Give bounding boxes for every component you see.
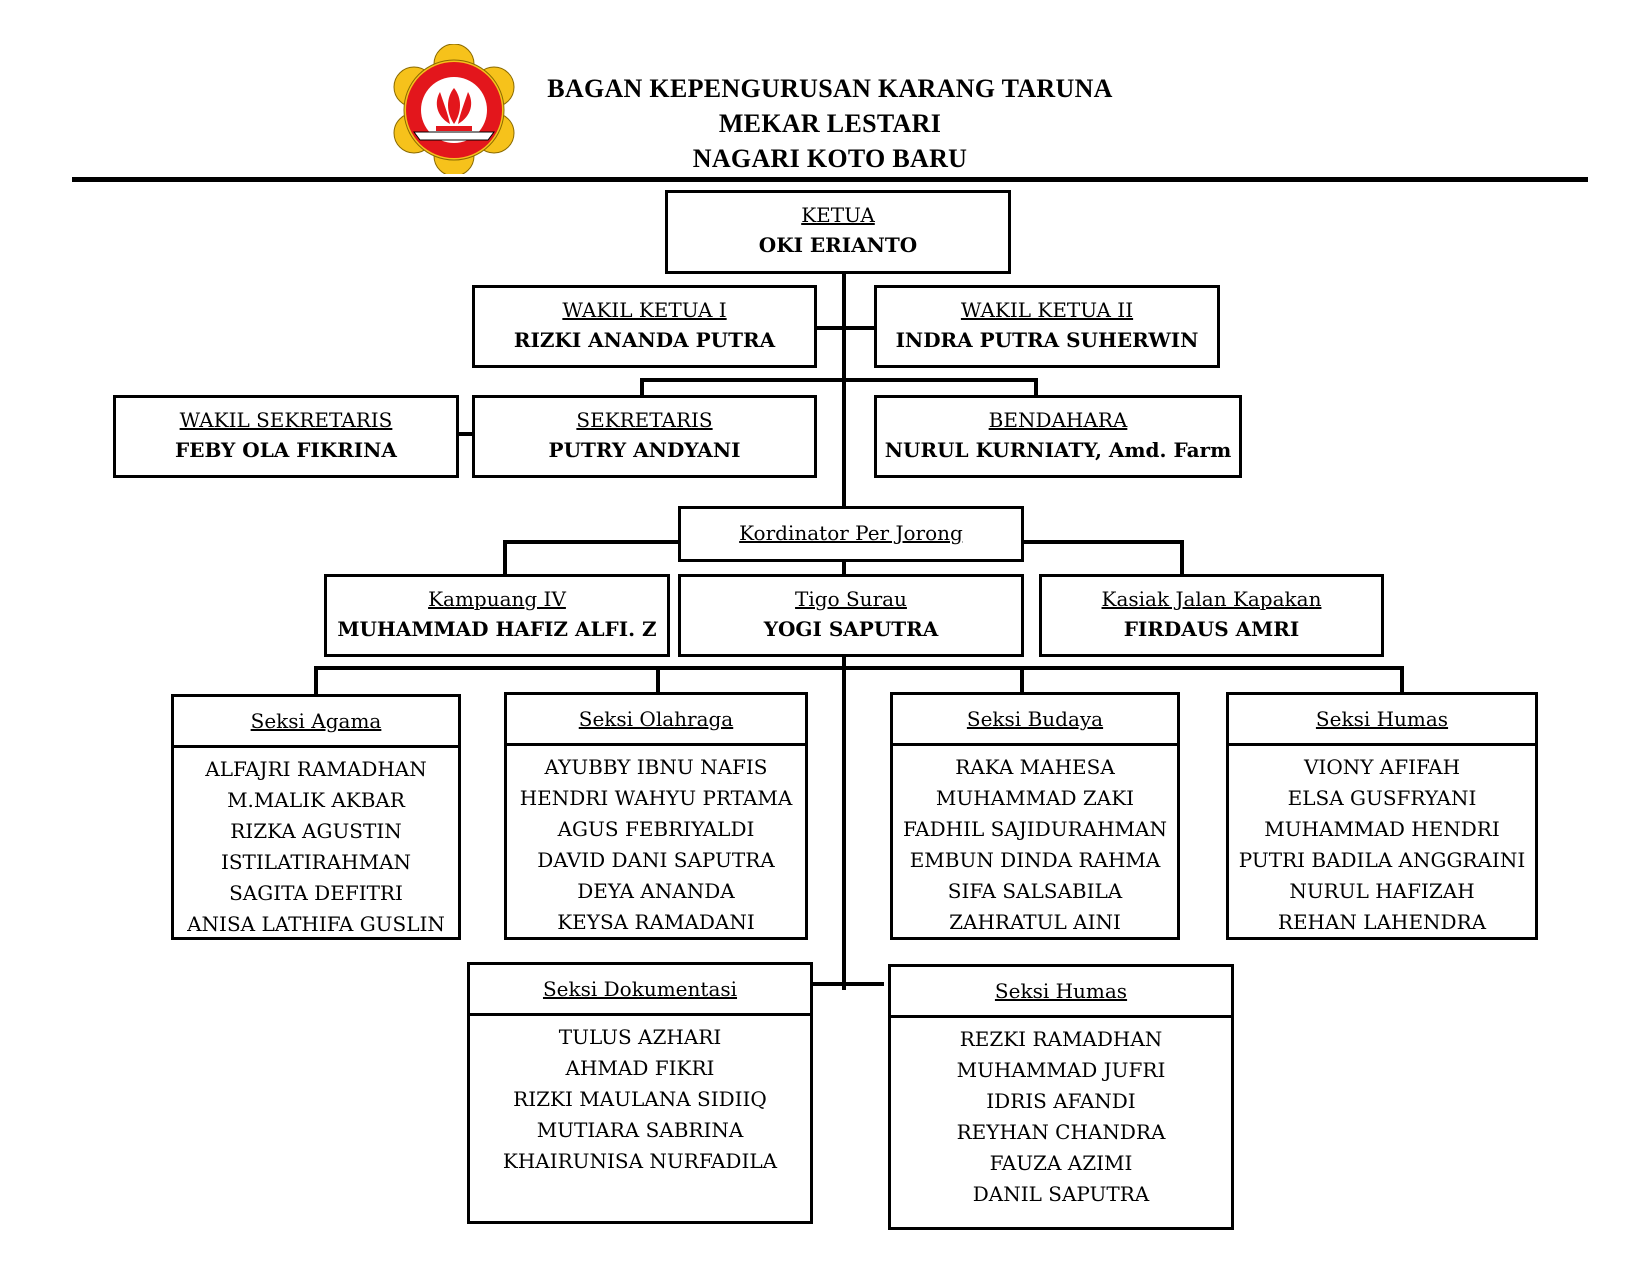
jorong-name: FIRDAUS AMRI [1123,617,1300,641]
member-name: IDRIS AFANDI [986,1089,1136,1113]
member-name: FADHIL SAJIDURAHMAN [903,817,1167,841]
seksi-olahraga-box: Seksi Olahraga AYUBBY IBNU NAFIS HENDRI … [504,692,808,940]
member-name: NURUL HAFIZAH [1289,879,1475,903]
jorong-kasiak-jalan-kapakan-box: Kasiak Jalan Kapakan FIRDAUS AMRI [1039,574,1384,657]
member-name: RAKA MAHESA [955,755,1115,779]
ketua-role: KETUA [801,203,875,227]
seksi-dokumentasi-box: Seksi Dokumentasi TULUS AZHARI AHMAD FIK… [467,962,813,1224]
wakil-ketua-1-box: WAKIL KETUA I RIZKI ANANDA PUTRA [472,285,817,368]
member-name: MUTIARA SABRINA [536,1118,744,1142]
seksi-olahraga-drop [656,666,660,694]
seksi-humas-2-box: Seksi Humas REZKI RAMADHAN MUHAMMAD JUFR… [888,964,1234,1230]
bendahara-box: BENDAHARA NURUL KURNIATY, Amd. Farm [874,395,1242,478]
bendahara-role: BENDAHARA [988,408,1128,432]
sekretaris-name: PUTRY ANDYANI [548,438,741,462]
seksi-budaya-box: Seksi Budaya RAKA MAHESA MUHAMMAD ZAKI F… [890,692,1180,940]
wakil-connector [815,326,877,330]
bottom-seksi-connector [808,982,884,986]
member-name: ZAHRATUL AINI [949,910,1121,934]
wakil-ketua-1-name: RIZKI ANANDA PUTRA [513,328,776,352]
member-name: KEYSA RAMADANI [557,910,755,934]
sekretaris-bendahara-connector [640,378,1038,382]
member-name: DAVID DANI SAPUTRA [537,848,775,872]
sekretaris-role: SEKRETARIS [576,408,713,432]
member-name: AYUBBY IBNU NAFIS [544,755,768,779]
seksi-title: Seksi Humas [891,967,1231,1018]
wakil-ketua-2-name: INDRA PUTRA SUHERWIN [895,328,1199,352]
jorong-role: Kampuang IV [428,587,566,611]
seksi-budaya-drop [1020,666,1024,694]
jorong-name: MUHAMMAD HAFIZ ALFI. Z [337,617,657,641]
member-name: ANISA LATHIFA GUSLIN [187,912,445,936]
seksi-title: Seksi Budaya [893,695,1177,746]
bendahara-name: NURUL KURNIATY, Amd. Farm [884,438,1232,462]
header-divider [72,177,1588,182]
karang-taruna-logo [388,43,520,177]
jorong-role: Kasiak Jalan Kapakan [1101,587,1322,611]
wakil-ketua-2-box: WAKIL KETUA II INDRA PUTRA SUHERWIN [874,285,1220,368]
member-name: ALFAJRI RAMADHAN [205,757,427,781]
jorong-tigo-surau-box: Tigo Surau YOGI SAPUTRA [678,574,1024,657]
jorong-right-drop [1180,540,1184,574]
wakil-sekretaris-name: FEBY OLA FIKRINA [175,438,397,462]
member-name: RIZKA AGUSTIN [230,819,402,843]
member-name: REYHAN CHANDRA [956,1120,1166,1144]
seksi-agama-drop [314,666,318,694]
jorong-name: YOGI SAPUTRA [763,617,939,641]
title-line-1: BAGAN KEPENGURUSAN KARANG TARUNA [547,74,1113,103]
member-name: M.MALIK AKBAR [227,788,405,812]
jorong-left-drop [503,540,507,574]
member-name: AHMAD FIKRI [565,1056,715,1080]
member-name: REZKI RAMADHAN [959,1027,1163,1051]
seksi-connector [314,666,1404,670]
koordinator-label: Kordinator Per Jorong [739,521,963,545]
member-name: ISTILATIRAHMAN [220,850,412,874]
jorong-role: Tigo Surau [795,587,907,611]
member-name: MUHAMMAD ZAKI [935,786,1135,810]
member-name: ELSA GUSFRYANI [1287,786,1477,810]
member-name: SAGITA DEFITRI [229,881,403,905]
ketua-box: KETUA OKI ERIANTO [665,190,1011,274]
seksi-humas-drop [1400,666,1404,694]
title-line-2: MEKAR LESTARI [718,109,942,138]
sekretaris-box: SEKRETARIS PUTRY ANDYANI [472,395,817,478]
seksi-title: Seksi Dokumentasi [470,965,810,1016]
member-name: HENDRI WAHYU PRTAMA [519,786,793,810]
member-name: MUHAMMAD HENDRI [1264,817,1500,841]
member-name: KHAIRUNISA NURFADILA [502,1149,778,1173]
jorong-kampuang-iv-box: Kampuang IV MUHAMMAD HAFIZ ALFI. Z [324,574,670,657]
member-name: RIZKI MAULANA SIDIIQ [513,1087,767,1111]
member-name: SIFA SALSABILA [947,879,1123,903]
wakil-sekretaris-box: WAKIL SEKRETARIS FEBY OLA FIKRINA [113,395,459,478]
wakil-ketua-1-role: WAKIL KETUA I [562,298,727,322]
member-name: TULUS AZHARI [558,1025,722,1049]
member-name: REHAN LAHENDRA [1277,910,1487,934]
seksi-humas-box: Seksi Humas VIONY AFIFAH ELSA GUSFRYANI … [1226,692,1538,940]
member-name: PUTRI BADILA ANGGRAINI [1238,848,1526,872]
member-name: EMBUN DINDA RAHMA [909,848,1161,872]
seksi-title: Seksi Olahraga [507,695,805,746]
member-name: VIONY AFIFAH [1303,755,1461,779]
member-name: DANIL SAPUTRA [972,1182,1150,1206]
wakil-sekretaris-connector [458,432,476,436]
seksi-agama-box: Seksi Agama ALFAJRI RAMADHAN M.MALIK AKB… [171,694,461,940]
ketua-name: OKI ERIANTO [758,233,918,257]
member-name: DEYA ANANDA [577,879,735,903]
bendahara-drop [1034,378,1038,400]
sekretaris-drop [640,378,644,400]
title-line-3: NAGARI KOTO BARU [692,144,968,173]
member-name: MUHAMMAD JUFRI [956,1058,1166,1082]
member-name: FAUZA AZIMI [989,1151,1133,1175]
wakil-ketua-2-role: WAKIL KETUA II [960,298,1134,322]
member-name: AGUS FEBRIYALDI [557,817,755,841]
seksi-title: Seksi Agama [174,697,458,748]
seksi-title: Seksi Humas [1229,695,1535,746]
koordinator-box: Kordinator Per Jorong [678,506,1024,562]
wakil-sekretaris-role: WAKIL SEKRETARIS [179,408,393,432]
